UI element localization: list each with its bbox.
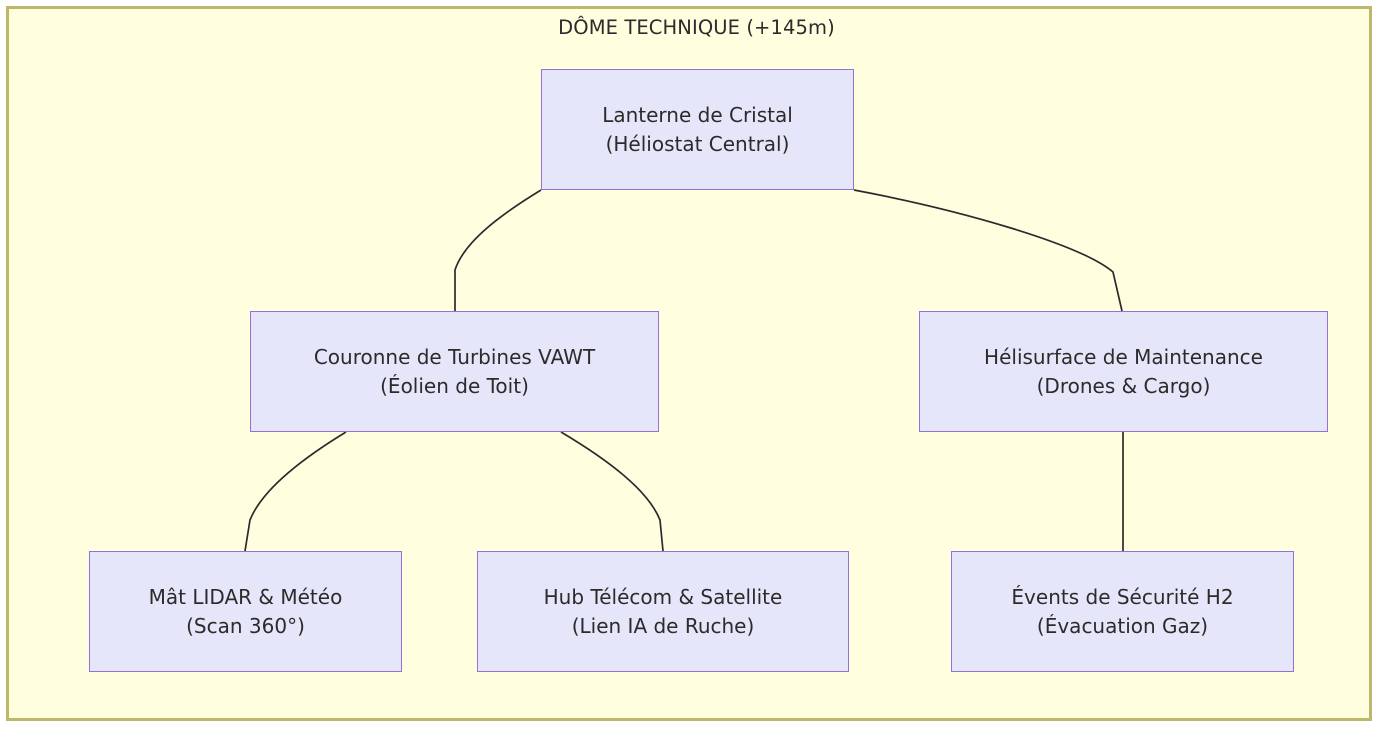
node-helisurface-de-maintenance[interactable]: Hélisurface de Maintenance (Drones & Car… (919, 311, 1328, 432)
node-label-line1: Mât LIDAR & Météo (148, 585, 343, 610)
node-label-line1: Évents de Sécurité H2 (1011, 585, 1234, 610)
node-label-line2: (Évacuation Gaz) (1036, 613, 1209, 638)
node-label-line1: Lanterne de Cristal (602, 103, 793, 128)
node-label-line1: Couronne de Turbines VAWT (313, 345, 596, 370)
node-label-line2: (Héliostat Central) (605, 131, 790, 156)
node-couronne-de-turbines-vawt[interactable]: Couronne de Turbines VAWT (Éolien de Toi… (250, 311, 659, 432)
node-mat-lidar-et-meteo[interactable]: Mât LIDAR & Météo (Scan 360°) (89, 551, 402, 672)
node-lanterne-de-cristal[interactable]: Lanterne de Cristal (Héliostat Central) (541, 69, 854, 190)
node-label-line2: (Scan 360°) (186, 613, 305, 638)
cluster-title: DÔME TECHNIQUE (+145m) (558, 16, 835, 39)
node-hub-telecom-et-satellite[interactable]: Hub Télécom & Satellite (Lien IA de Ruch… (477, 551, 849, 672)
node-label-line2: (Drones & Cargo) (1036, 373, 1211, 398)
node-label-line2: (Lien IA de Ruche) (571, 613, 755, 638)
node-label-line1: Hub Télécom & Satellite (543, 585, 783, 610)
node-label-line2: (Éolien de Toit) (380, 373, 529, 398)
node-label-line1: Hélisurface de Maintenance (984, 345, 1263, 370)
node-events-de-securite-h2[interactable]: Évents de Sécurité H2 (Évacuation Gaz) (951, 551, 1294, 672)
